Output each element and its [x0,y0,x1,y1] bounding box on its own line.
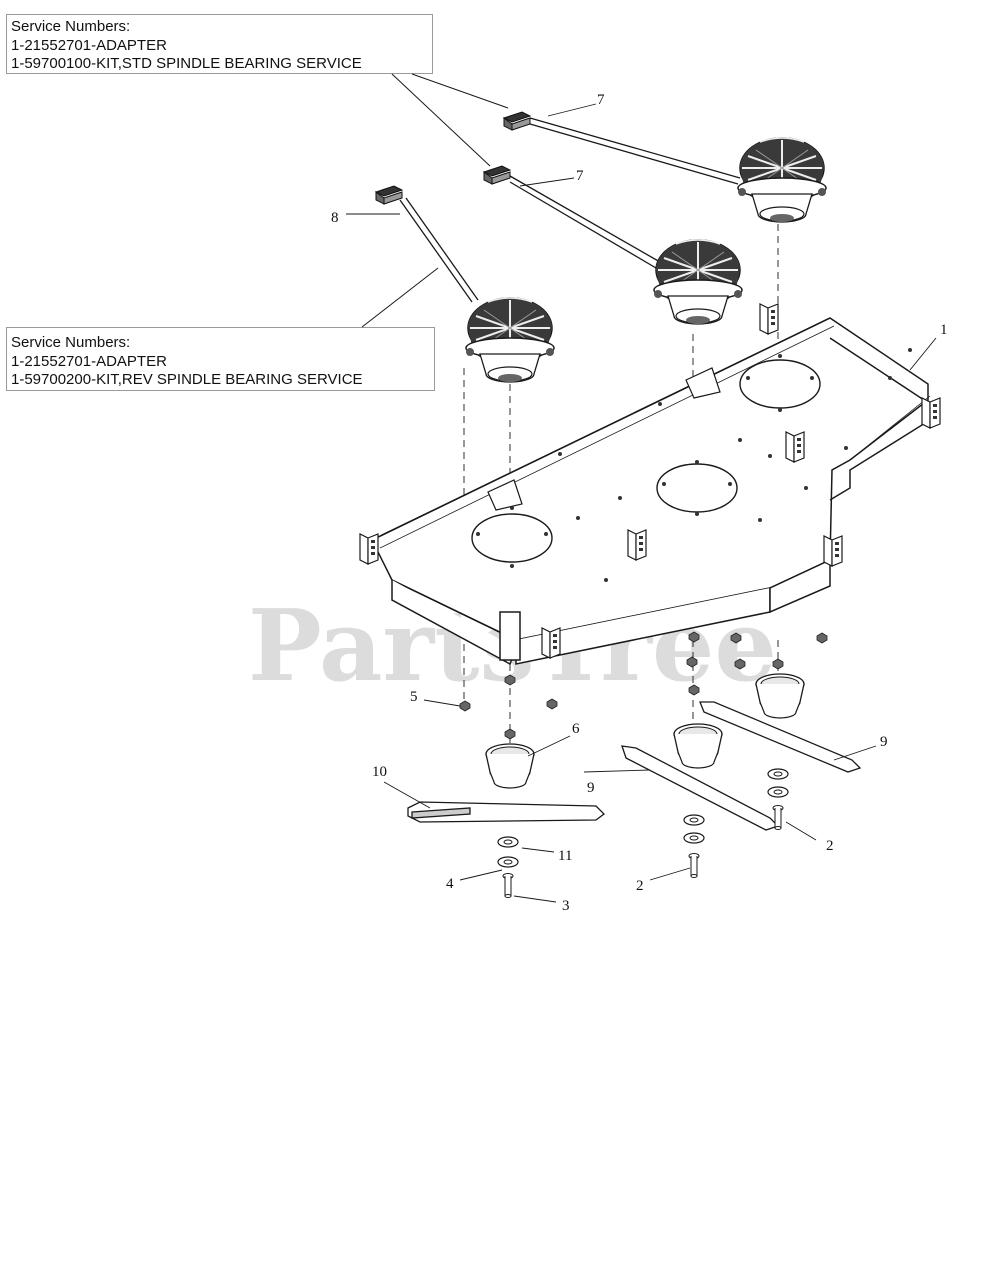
deck-spindle-holes [471,359,821,563]
service-numbers-box-std: Service Numbers: 1-21552701-ADAPTER 1-59… [6,14,433,74]
blade-washer [497,836,519,848]
motor-harnesses [399,117,741,303]
blade-washer [497,856,519,868]
wire-connector-plug [483,165,511,185]
roller-bracket [487,479,523,511]
blade-bolt [688,853,700,878]
callout-9-blade: 9 [587,780,595,796]
callout-10-blade: 10 [372,764,387,780]
deck-mount-bracket [785,431,805,463]
callout-11-washer: 11 [558,848,572,864]
blade-washer [767,768,789,780]
blade-adapter-cup [485,743,535,789]
hex-nut [504,728,516,740]
blade-washer [683,832,705,844]
blade-bolt [772,805,784,830]
service-box-adapter: 1-21552701-ADAPTER [11,36,167,54]
blade-washer [767,786,789,798]
spindle-motor-left [465,297,555,383]
callout-3-bolt: 3 [562,898,570,914]
deck-mount-bracket [627,529,647,561]
callout-7-std-harness: 7 [576,168,584,184]
blade-washer [683,814,705,826]
roller-bracket [685,367,721,399]
blade-bolt [502,873,514,898]
blade-adapter-cup [673,723,723,769]
callout-leaders [346,103,937,903]
callout-1-deck: 1 [940,322,948,338]
callout-4-washer: 4 [446,876,454,892]
deck-bolt-holes [476,348,912,582]
service-box-heading: Service Numbers: [11,18,131,35]
mower-blades [407,701,862,831]
deck-mount-bracket [823,535,843,567]
service-box-kit: 1-59700200-KIT,REV SPINDLE BEARING SERVI… [11,371,363,388]
blade-adapter-cup [755,673,805,719]
service-box-kit: 1-59700100-KIT,STD SPINDLE BEARING SERVI… [11,55,362,72]
wire-connector-plug [503,111,531,131]
hex-nut [816,632,828,644]
service-numbers-box-rev: Service Numbers: 1-21552701-ADAPTER 1-59… [6,327,435,391]
callout-6-adapter: 6 [572,721,580,737]
callout-7-std-harness: 7 [597,92,605,108]
callout-5-nut: 5 [410,689,418,705]
service-box-leaders [361,73,509,328]
callout-2-bolt: 2 [826,838,834,854]
spindle-motor-center [653,239,743,325]
wire-connector-plug [375,185,403,205]
callout-2-bolt: 2 [636,878,644,894]
service-box-heading: Service Numbers: [11,334,131,351]
callout-8-rev-harness: 8 [331,210,339,226]
deck-mount-bracket [541,627,561,659]
deck-mount-bracket [359,533,379,565]
spindle-motor-right [737,137,827,223]
service-box-adapter: 1-21552701-ADAPTER [11,352,167,370]
deck-mount-bracket [921,397,941,429]
callout-9-blade: 9 [880,734,888,750]
deck-mount-bracket [759,303,779,335]
